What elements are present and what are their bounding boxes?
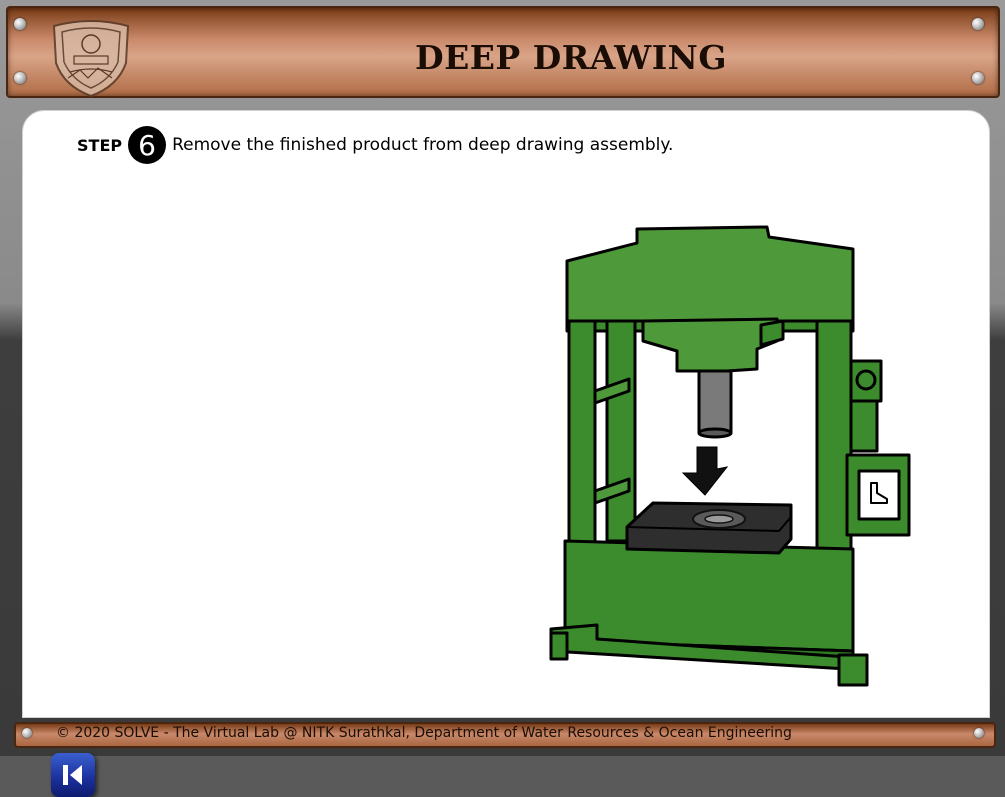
down-arrow-icon (681, 446, 729, 496)
rivet-icon (22, 728, 32, 738)
content-panel: STEP 6 Remove the finished product from … (22, 110, 990, 797)
header-bar: DEEP DRAWING (6, 6, 1000, 98)
rivet-icon (974, 728, 984, 738)
rivet-icon (972, 72, 984, 84)
footer-bar: © 2020 SOLVE - The Virtual Lab @ NITK Su… (14, 722, 996, 748)
previous-button[interactable] (51, 753, 95, 797)
rivet-icon (14, 72, 26, 84)
step-instruction: STEP 6 Remove the finished product from … (77, 125, 673, 165)
step-text: Remove the finished product from deep dr… (172, 135, 674, 155)
previous-icon (63, 765, 82, 785)
step-label: STEP (77, 135, 123, 155)
page-title: DEEP DRAWING (414, 38, 728, 77)
hydraulic-press-illustration (549, 225, 911, 687)
copyright-text: © 2020 SOLVE - The Virtual Lab @ NITK Su… (56, 725, 792, 741)
rivet-icon (972, 18, 984, 30)
institute-emblem-icon (52, 20, 130, 98)
rivet-icon (14, 18, 26, 30)
step-number-badge: 6 (128, 126, 167, 164)
